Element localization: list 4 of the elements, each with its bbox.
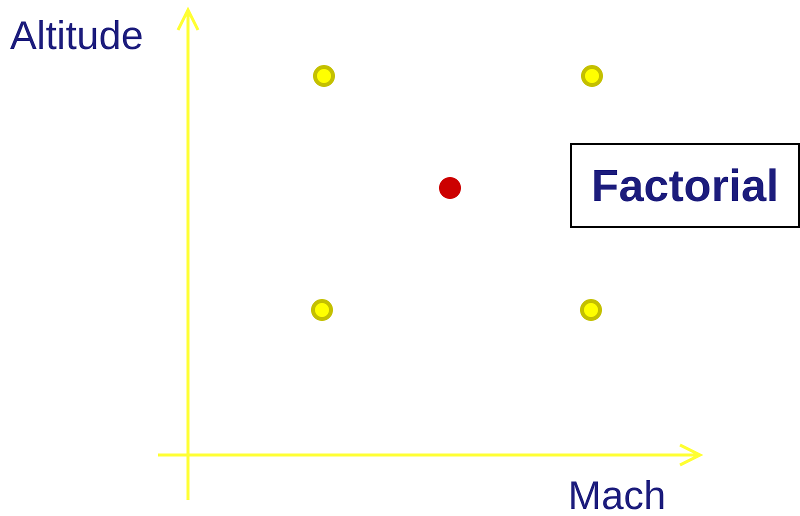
axis-title: Altitude	[10, 16, 144, 56]
axis-title: Mach	[568, 476, 666, 516]
label-box	[570, 143, 800, 228]
box-title: Factorial	[591, 160, 779, 212]
